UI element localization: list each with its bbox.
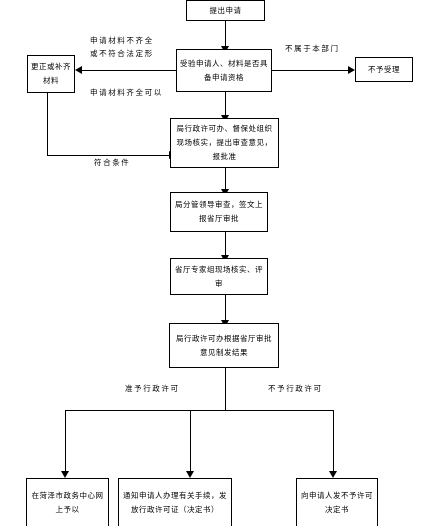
label-not-in-dept: 不属于本部门 <box>285 44 340 53</box>
decision-box: 局行政许可办根据省厅审批意见制发结果 <box>169 323 279 368</box>
notify-text: 通知申请人办理有关手续，发放行政许可证（决定书） <box>123 490 227 514</box>
arrow-to-reject-notice <box>329 471 337 478</box>
reject-notice-text: 向申请人发不予许可决定书 <box>301 490 373 514</box>
arrow-to-notify <box>186 471 194 478</box>
publish-box: 在菏泽市政务中心网上予以 <box>26 478 109 526</box>
arrow-to-publish <box>61 471 69 478</box>
bureau-leader-text: 局分管领导审查，签文上报省厅审批 <box>175 200 263 223</box>
arrow-to-correct <box>75 66 82 74</box>
connector-correct-down <box>47 93 48 155</box>
connector-branch-bar <box>65 410 334 411</box>
label-meets: 符合条件 <box>94 158 131 167</box>
bureau-handle-box: 局行政许可办、督保处组织现场核实，提出审查意见，报批准 <box>170 118 279 168</box>
connector-review-not-accept <box>272 70 348 71</box>
province-box: 省厅专家组现场核实、评审 <box>170 258 268 295</box>
connector-leader-province <box>225 232 226 258</box>
decision-text: 局行政许可办根据省厅审批意见制发结果 <box>176 333 272 357</box>
submit-box: 提出申请 <box>186 0 265 21</box>
publish-text: 在菏泽市政务中心网上予以 <box>31 490 104 514</box>
arrow-to-not-accept <box>348 66 355 74</box>
connector-review-bureau <box>225 92 226 118</box>
connector-decision-down <box>225 368 226 410</box>
correct-box: 更正或补齐材料 <box>27 55 75 93</box>
label-grant: 准予行政许可 <box>125 384 180 393</box>
connector-bureau-leader <box>225 168 226 192</box>
reject-notice-box: 向申请人发不予许可决定书 <box>296 478 378 526</box>
label-incomplete: 申请材料不齐全或不符合法定形 <box>90 36 154 58</box>
connector-province-decision <box>225 295 226 323</box>
not-accept-text: 不予受理 <box>368 64 400 74</box>
connector-branch-left <box>65 410 66 471</box>
label-complete: 申请材料齐全可以 <box>90 88 163 97</box>
bureau-handle-text: 局行政许可办、督保处组织现场核实，提出审查意见，报批准 <box>176 124 273 161</box>
correct-text: 更正或补齐材料 <box>31 62 71 85</box>
not-accept-box: 不予受理 <box>355 57 413 82</box>
connector-branch-right <box>333 410 334 471</box>
connector-review-correct <box>82 70 176 71</box>
province-text: 省厅专家组现场核实、评审 <box>175 264 263 288</box>
connector-branch-middle <box>190 410 191 471</box>
review-text: 受验申请人、材料是否具备申请资格 <box>180 58 268 82</box>
notify-box: 通知申请人办理有关手续，发放行政许可证（决定书） <box>118 478 232 526</box>
submit-text: 提出申请 <box>209 5 242 15</box>
connector-submit-review <box>225 21 226 49</box>
label-deny: 不予行政许可 <box>268 384 323 393</box>
bureau-leader-box: 局分管领导审查，签文上报省厅审批 <box>170 192 268 232</box>
connector-correct-across <box>47 155 169 156</box>
review-box: 受验申请人、材料是否具备申请资格 <box>176 49 272 92</box>
